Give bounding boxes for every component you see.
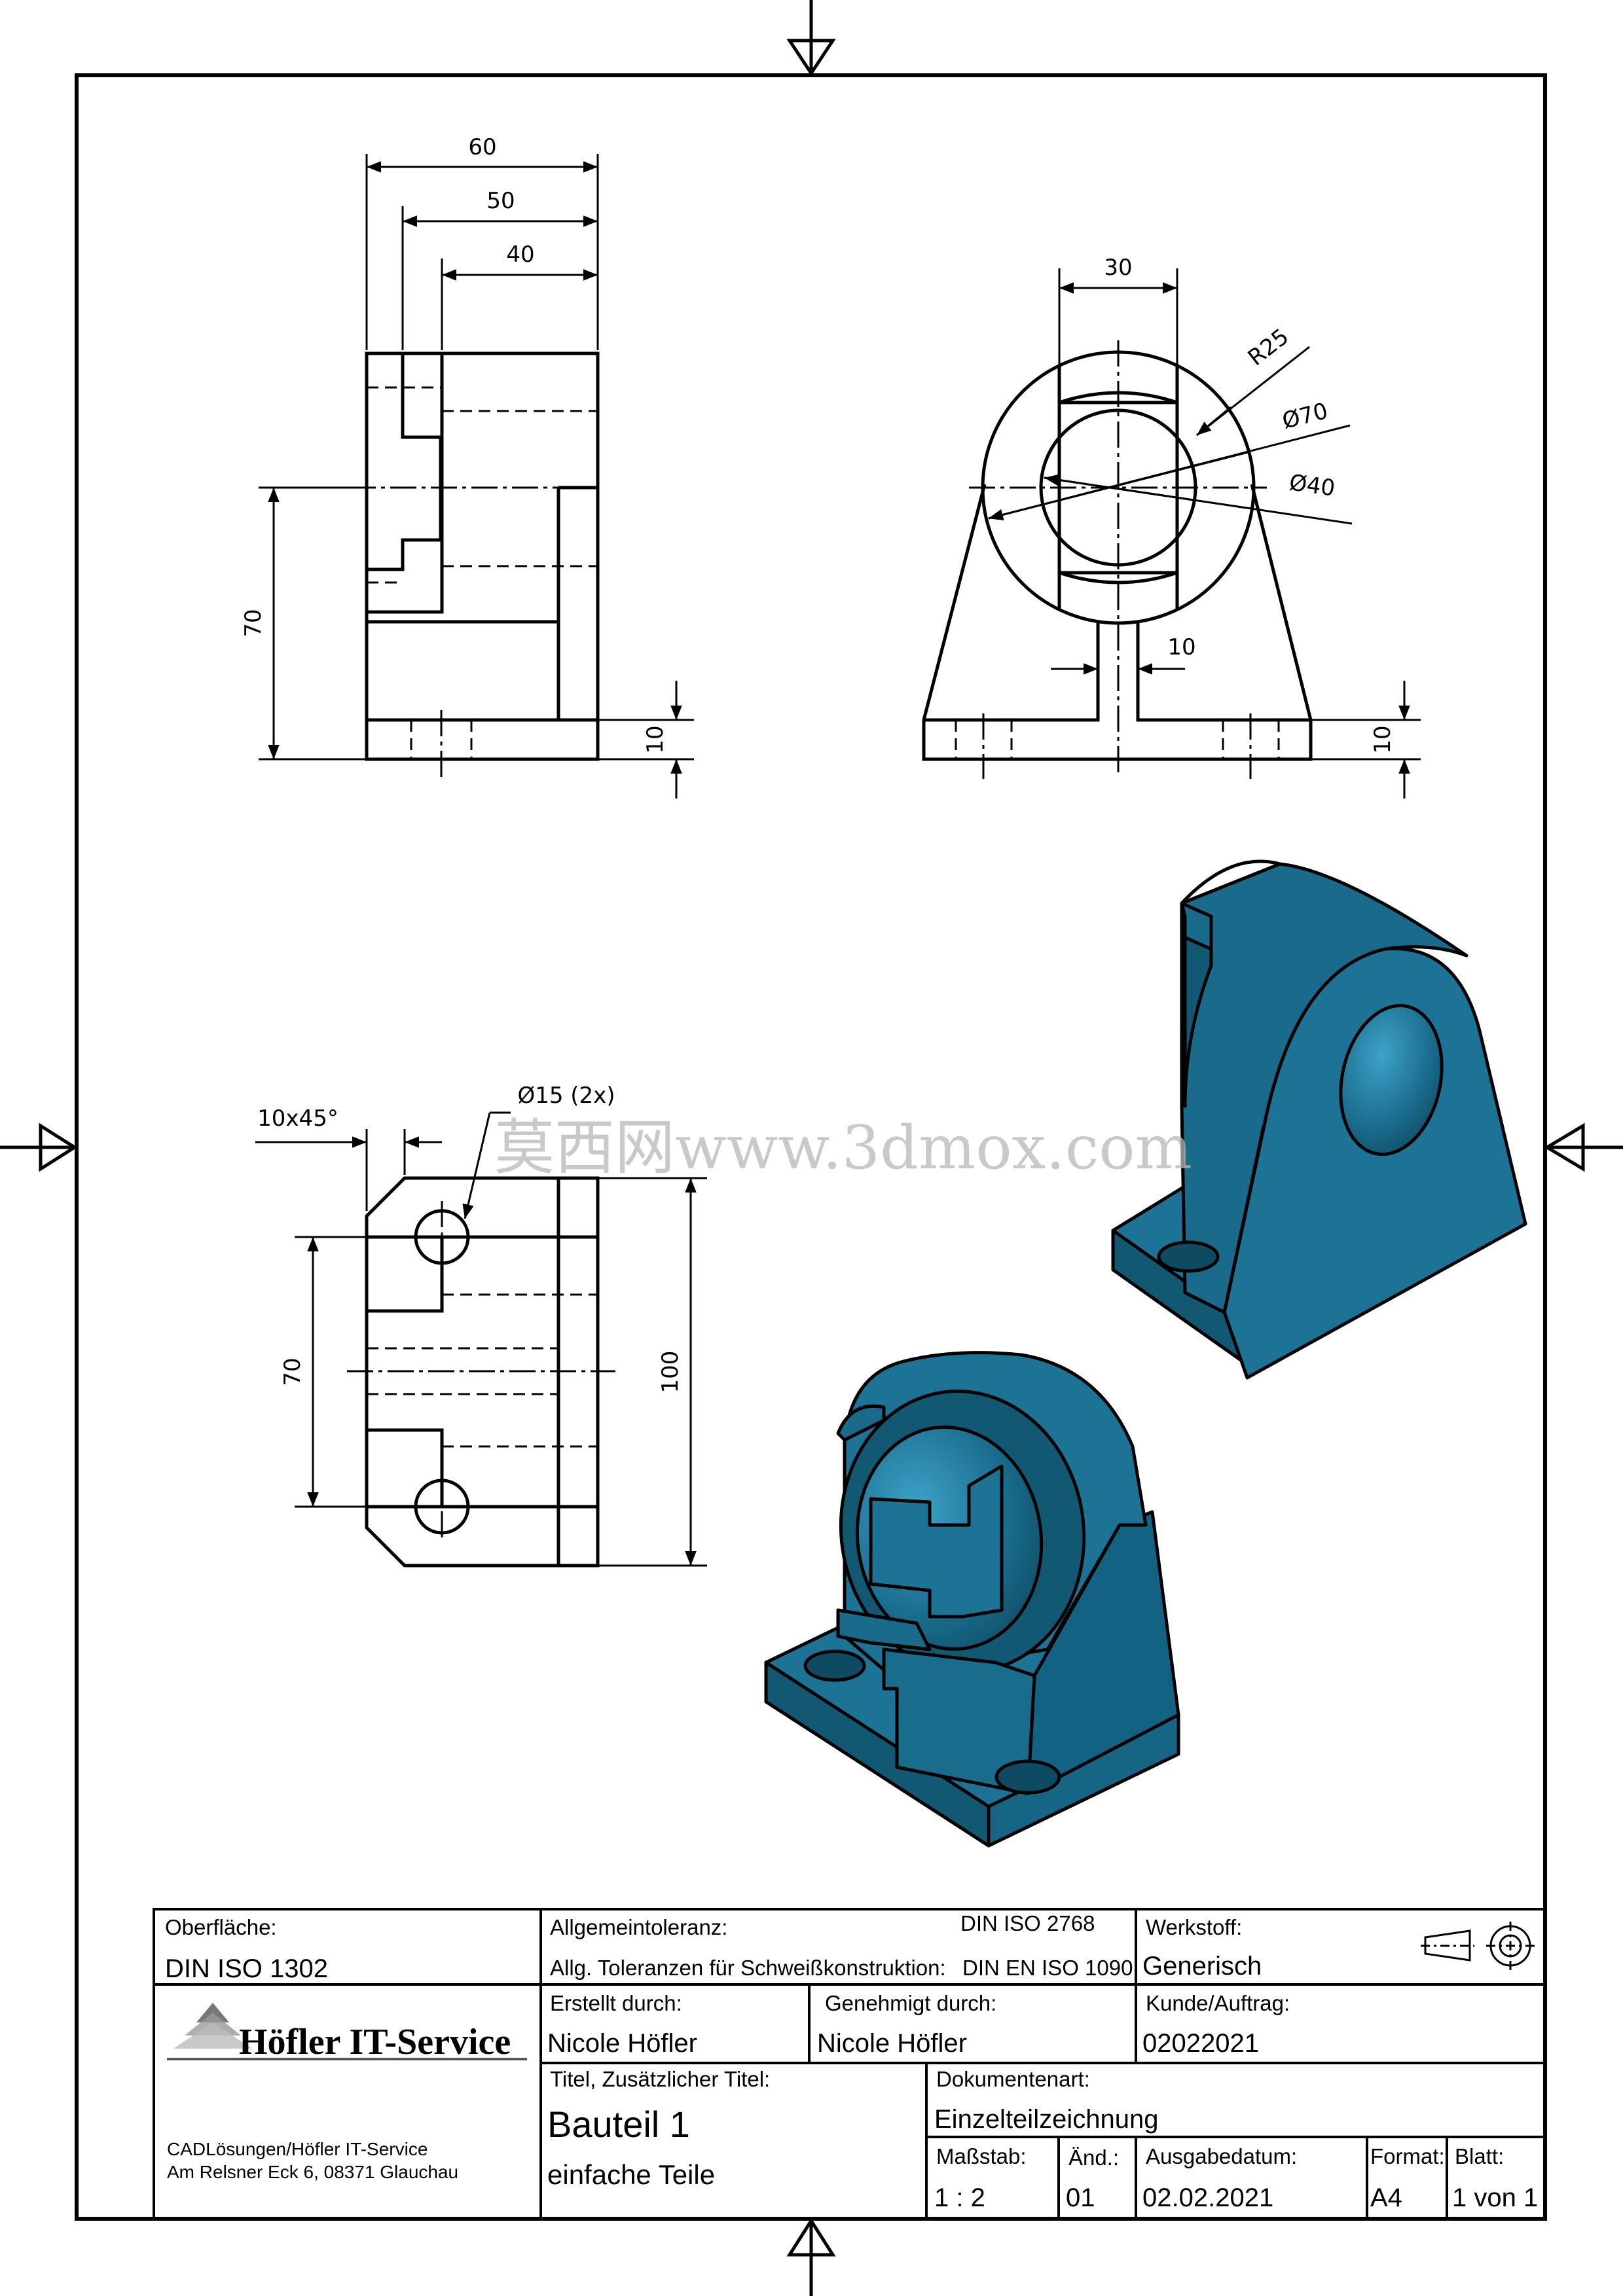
dim-side-base-10: 10 [1370, 725, 1396, 753]
revision-value: 01 [1066, 2183, 1095, 2212]
material-value: Generisch [1142, 1952, 1262, 1981]
document-type-value: Einzelteilzeichnung [934, 2105, 1159, 2134]
side-view-dimensions [988, 268, 1421, 798]
dim-top-70: 70 [280, 1357, 306, 1386]
approved-by-label: Genehmigt durch: [825, 1991, 997, 2015]
dim-front-60: 60 [468, 134, 496, 160]
projection-method-icon [1421, 1922, 1535, 1970]
revision-label: Änd.: [1068, 2145, 1120, 2170]
dim-front-50: 50 [486, 188, 515, 214]
format-label: Format: [1370, 2144, 1445, 2168]
surface-value: DIN ISO 1302 [165, 1954, 329, 1983]
subtitle-value: einfache Teile [547, 2159, 716, 2190]
dim-side-30: 30 [1104, 255, 1132, 281]
customer-label: Kunde/Auftrag: [1146, 1991, 1290, 2015]
front-view-dimensions [259, 154, 694, 798]
watermark-text: 莫西网www.3dmox.com [494, 1113, 1192, 1183]
title-value: Bauteil 1 [547, 2104, 690, 2145]
sheet-label: Blatt: [1455, 2144, 1504, 2168]
issue-date-value: 02.02.2021 [1142, 2183, 1274, 2212]
scale-value: 1 : 2 [934, 2183, 985, 2212]
company-logo-icon [167, 2003, 527, 2060]
created-by-label: Erstellt durch: [550, 1991, 682, 2015]
document-type-label: Dokumentenart: [936, 2067, 1090, 2091]
dim-side-dia40: Ø40 [1288, 469, 1337, 501]
approved-by-value: Nicole Höfler [817, 2029, 967, 2058]
general-tolerance-value: DIN ISO 2768 [960, 1911, 1095, 1935]
dim-top-holes: Ø15 (2x) [517, 1083, 615, 1109]
surface-label: Oberfläche: [165, 1915, 277, 1939]
front-view [365, 351, 600, 761]
weld-tolerance-label: Allg. Toleranzen für Schweißkonstruktion… [550, 1956, 946, 1980]
sheet-value: 1 von 1 [1452, 2183, 1539, 2212]
company-address-line1: CADLösungen/Höfler IT-Service [167, 2139, 428, 2159]
front-view-hidden [367, 386, 598, 759]
dim-top-100: 100 [657, 1351, 684, 1393]
dim-front-40: 40 [506, 242, 534, 268]
side-view-centerlines [969, 340, 1267, 779]
isometric-view-upper [1111, 859, 1527, 1380]
company-address-line2: Am Relsner Eck 6, 08371 Glauchau [167, 2162, 459, 2182]
dim-front-70: 70 [240, 609, 266, 637]
title-label: Titel, Zusätzlicher Titel: [550, 2067, 771, 2091]
dim-front-base-10: 10 [642, 725, 668, 753]
title-block-grid [153, 1908, 1546, 2220]
scale-label: Maßstab: [936, 2144, 1027, 2168]
company-logo-text: Höfler IT-Service [239, 2022, 511, 2062]
general-tolerance-label: Allgemeintoleranz: [550, 1915, 728, 1939]
issue-date-label: Ausgabedatum: [1146, 2144, 1298, 2168]
side-view-hidden [955, 720, 1280, 759]
material-label: Werkstoff: [1146, 1915, 1243, 1939]
front-view-centerlines [268, 486, 598, 779]
customer-value: 02022021 [1142, 2029, 1259, 2058]
format-value: A4 [1370, 2183, 1402, 2212]
dim-side-web-10: 10 [1167, 634, 1195, 660]
top-view-centerlines [347, 1201, 615, 1543]
dim-side-dia70: Ø70 [1280, 398, 1331, 435]
top-view-hidden [367, 1293, 598, 1448]
created-by-value: Nicole Höfler [547, 2029, 697, 2058]
top-view-dimensions [255, 1111, 707, 1567]
dim-top-chamfer: 10x45° [257, 1105, 338, 1132]
isometric-view-lower [764, 1351, 1180, 1848]
weld-tolerance-value: DIN EN ISO 1090 [962, 1956, 1133, 1980]
